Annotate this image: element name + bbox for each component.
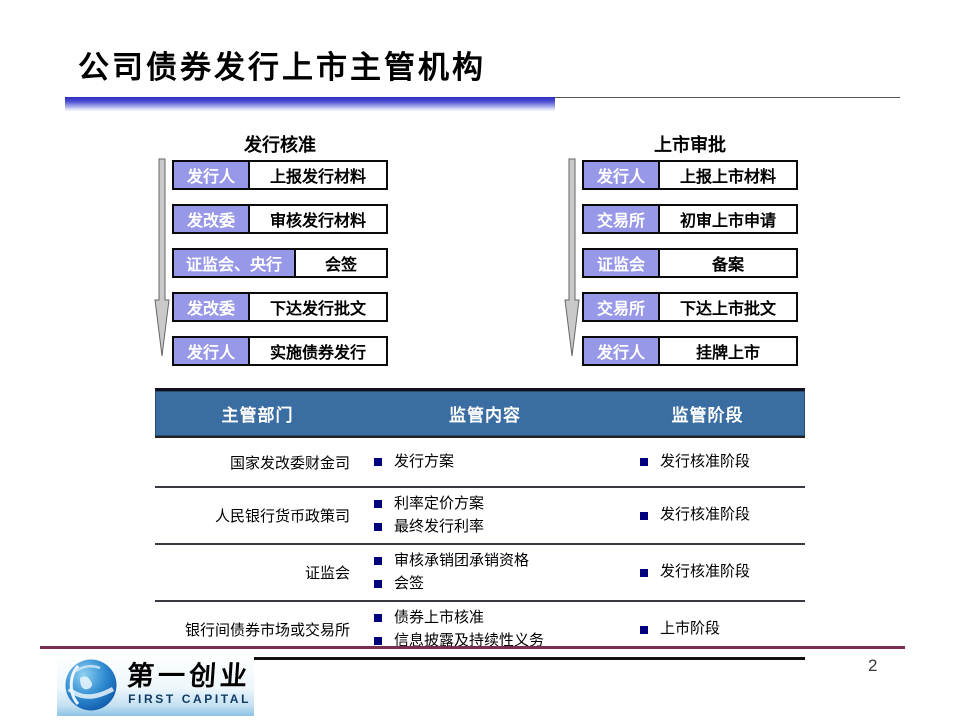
stage-cell: 发行核准阶段	[610, 451, 805, 474]
flow-step-actor: 证监会	[584, 250, 660, 276]
bullet-square-icon	[374, 458, 382, 466]
bullet-square-icon	[640, 568, 648, 577]
bullet-square-icon	[640, 458, 648, 466]
flow-step-actor: 发行人	[584, 338, 660, 364]
table-header-stage: 监管阶段	[671, 406, 744, 425]
table-header-row: 主管部门 监管内容 监管阶段	[155, 388, 805, 438]
logo-chinese-name: 第一创业	[125, 661, 253, 692]
stage-cell: 发行核准阶段	[610, 504, 805, 527]
bullet-square-icon	[374, 500, 382, 509]
flow-step: 发行人 挂牌上市	[582, 336, 798, 366]
table-row: 国家发改委财金司 发行方案 发行核准阶段	[155, 438, 805, 488]
bullet-square-icon	[374, 614, 382, 623]
flow-step: 证监会 备案	[582, 248, 798, 278]
table-row: 银行间债券市场或交易所 债券上市核准 信息披露及持续性义务 上市阶段	[155, 602, 805, 660]
flow-step-actor: 交易所	[584, 294, 660, 320]
page-number: 2	[868, 656, 878, 675]
title-divider-line	[555, 97, 900, 98]
content-cell: 利率定价方案 最终发行利率	[360, 493, 610, 538]
flow-step-actor: 发行人	[174, 162, 250, 188]
logo-english-name: FIRST CAPITAL	[128, 692, 251, 706]
flow-step: 交易所 初审上市申请	[582, 204, 798, 234]
flow-listing: 发行人 上报上市材料 交易所 初审上市申请 证监会 备案 交易所 下达上市批文 …	[582, 160, 798, 380]
regulator-table: 主管部门 监管内容 监管阶段 国家发改委财金司 发行方案 发行核准阶段 人民银行…	[155, 388, 805, 660]
flow-step: 发行人 上报上市材料	[582, 160, 798, 190]
content-item: 审核承销团承销资格	[394, 552, 530, 569]
flow-step-actor: 发行人	[584, 162, 660, 188]
stage-item: 发行核准阶段	[660, 452, 751, 470]
flow-step-actor: 交易所	[584, 206, 660, 232]
department-cell: 国家发改委财金司	[229, 454, 350, 472]
stage-cell: 发行核准阶段	[610, 561, 805, 584]
logo-text: 第一创业 FIRST CAPITAL	[125, 661, 253, 706]
flow-step-action: 审核发行材料	[250, 206, 386, 232]
flow-step-action: 下达发行批文	[250, 294, 386, 320]
stage-item: 上市阶段	[660, 620, 721, 638]
content-item: 最终发行利率	[394, 517, 485, 535]
flow-step-actor: 发改委	[174, 206, 250, 232]
flow-step: 交易所 下达上市批文	[582, 292, 798, 322]
flow-issuance: 发行人 上报发行材料 发改委 审核发行材料 证监会、央行 会签 发改委 下达发行…	[172, 160, 388, 380]
content-item: 会签	[394, 574, 425, 592]
flow-step: 发行人 上报发行材料	[172, 160, 388, 190]
content-item: 发行方案	[394, 452, 455, 470]
flow-step: 发行人 实施债券发行	[172, 336, 388, 366]
first-capital-logo: 第一创业 FIRST CAPITAL	[57, 653, 254, 716]
bullet-square-icon	[374, 557, 382, 566]
flow-title-issuance-approval: 发行核准	[244, 135, 316, 155]
bullet-square-icon	[374, 636, 382, 645]
page-title: 公司债券发行上市主管机构	[78, 50, 486, 86]
flow-step-action: 初审上市申请	[660, 206, 796, 232]
flow-step: 发改委 审核发行材料	[172, 204, 388, 234]
content-cell: 发行方案	[360, 451, 610, 474]
table-header-department: 主管部门	[221, 406, 294, 425]
content-cell: 债券上市核准 信息披露及持续性义务	[360, 607, 610, 652]
flow-step-actor: 发改委	[174, 294, 250, 320]
flow-step-action: 实施债券发行	[250, 338, 386, 364]
content-item: 利率定价方案	[394, 495, 485, 512]
globe-icon	[65, 659, 117, 710]
stage-item: 发行核准阶段	[660, 563, 751, 581]
content-cell: 审核承销团承销资格 会签	[360, 550, 610, 595]
flow-step-action: 上报上市材料	[660, 162, 796, 188]
bullet-square-icon	[640, 625, 648, 634]
department-cell: 人民银行货币政策司	[214, 508, 350, 525]
stage-item: 发行核准阶段	[660, 506, 751, 524]
table-row: 证监会 审核承销团承销资格 会签 发行核准阶段	[155, 545, 805, 602]
flow-step-actor: 发行人	[174, 338, 250, 364]
stage-cell: 上市阶段	[610, 618, 805, 641]
flow-step-actor: 证监会、央行	[174, 250, 296, 276]
content-item: 债券上市核准	[394, 609, 485, 626]
flow-step: 证监会、央行 会签	[172, 248, 388, 278]
department-cell: 证监会	[304, 565, 350, 582]
bullet-square-icon	[374, 522, 382, 531]
content-item: 信息披露及持续性义务	[394, 631, 545, 649]
flow-title-listing-approval: 上市审批	[654, 135, 726, 155]
flow-step-action: 备案	[660, 250, 796, 276]
flow-step-action: 上报发行材料	[250, 162, 386, 188]
flow-step: 发改委 下达发行批文	[172, 292, 388, 322]
bullet-square-icon	[374, 579, 382, 588]
title-divider-bar	[65, 97, 555, 111]
down-arrow-icon	[564, 158, 580, 357]
bullet-square-icon	[640, 511, 648, 520]
department-cell: 银行间债券市场或交易所	[184, 622, 350, 639]
table-row: 人民银行货币政策司 利率定价方案 最终发行利率 发行核准阶段	[155, 488, 805, 545]
flow-step-action: 会签	[296, 250, 386, 276]
down-arrow-icon	[154, 158, 170, 357]
table-header-content: 监管内容	[449, 406, 521, 425]
footer-divider	[40, 646, 905, 649]
flow-step-action: 下达上市批文	[660, 294, 796, 320]
flow-step-action: 挂牌上市	[660, 338, 796, 364]
